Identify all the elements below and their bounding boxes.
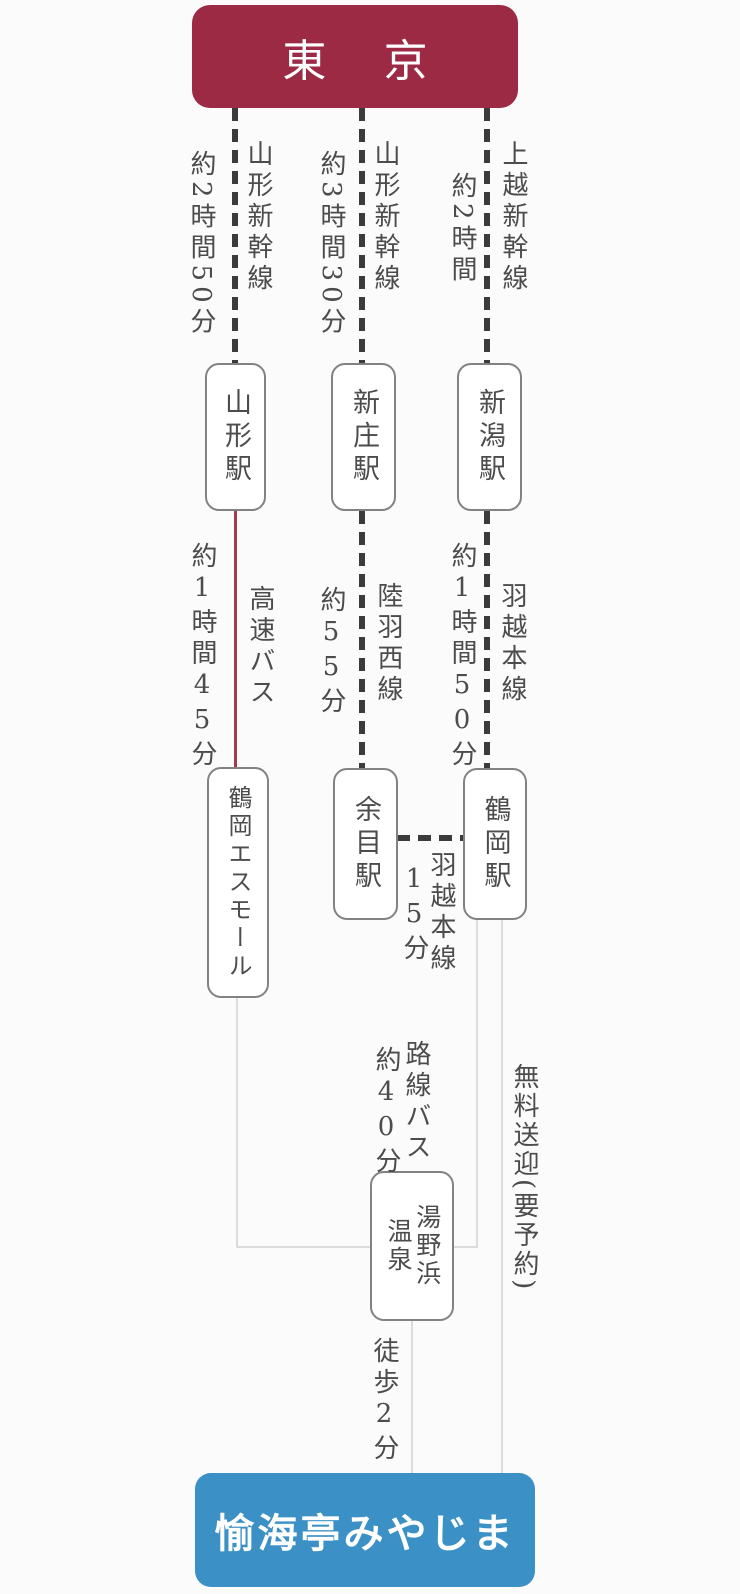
connector-yunohama-walk [411, 1320, 413, 1475]
station-node-niigata: 新潟駅 [457, 363, 522, 511]
station-node-amarume: 余目駅 [333, 768, 398, 920]
connector-horizontal-to-yunohama [236, 1246, 478, 1248]
walk-duration-label: 徒歩2分 [369, 1337, 399, 1465]
station-label-amarume: 余目駅 [350, 794, 381, 894]
yunohama-label-col1: 湯野浜 [412, 1204, 442, 1288]
connector-tsuruoka-bus [476, 919, 478, 1248]
line-name-label-rikuu-west-line: 陸羽西線 [373, 582, 403, 706]
stop-label-tsuruoka-esmall: 鶴岡エスモール [224, 784, 252, 981]
line-name-label-local-bus: 路線バス [401, 1040, 431, 1164]
duration-label-niigata-tsuruoka: 約1時間50分 [447, 542, 477, 771]
line-name-label-highway-bus: 高速バス [245, 585, 275, 709]
duration-label-local-bus: 約40分 [371, 1046, 401, 1178]
stop-label-yunohama-onsen: 湯野浜 温泉 [383, 1202, 442, 1290]
stop-node-yunohama-onsen: 湯野浜 温泉 [370, 1171, 454, 1321]
destination-label: 愉海亭みやじま [214, 1510, 516, 1557]
rail-line-tokyo-shinjo [359, 108, 365, 364]
duration-label-tokyo-yamagata: 約2時間50分 [186, 150, 216, 339]
station-node-tsuruoka: 鶴岡駅 [463, 768, 527, 920]
connector-esmall-down [236, 997, 238, 1247]
duration-label-tokyo-shinjo: 約3時間30分 [316, 150, 346, 339]
rail-line-shinjo-amarume [359, 511, 365, 769]
duration-label-yamagata-esmall: 約1時間45分 [187, 542, 217, 771]
duration-label-tokyo-niigata: 約2時間 [447, 172, 477, 287]
station-node-yamagata: 山形駅 [205, 363, 266, 511]
line-name-label-joetsu-shinkansen: 上越新幹線 [498, 140, 528, 295]
stop-node-tsuruoka-esmall: 鶴岡エスモール [207, 767, 269, 998]
line-name-label-uetsu-main-line-2: 羽越本線 [426, 851, 456, 975]
shuttle-service-label: 無料送迎(要予約) [509, 1063, 539, 1293]
connector-tsuruoka-shuttle [501, 919, 503, 1475]
origin-node-tokyo: 東京 [192, 5, 518, 108]
station-label-tsuruoka: 鶴岡駅 [479, 794, 511, 894]
line-name-label-yamagata-shinkansen-2: 山形新幹線 [370, 140, 400, 295]
origin-label: 東京 [282, 35, 485, 87]
station-node-shinjo: 新庄駅 [331, 363, 396, 511]
rail-line-amarume-tsuruoka [397, 835, 464, 841]
line-name-label-uetsu-main-line-1: 羽越本線 [497, 582, 527, 706]
rail-line-tokyo-yamagata [232, 108, 238, 364]
rail-line-niigata-tsuruoka [484, 511, 490, 769]
rail-line-tokyo-niigata [484, 108, 490, 364]
duration-label-amarume-tsuruoka: 15分 [399, 864, 429, 965]
station-label-niigata: 新潟駅 [474, 387, 505, 487]
destination-node-miyajima: 愉海亭みやじま [195, 1473, 535, 1587]
station-label-yamagata: 山形駅 [220, 387, 251, 487]
station-label-shinjo: 新庄駅 [348, 387, 379, 487]
duration-label-shinjo-amarume: 約55分 [316, 586, 346, 718]
bus-line-yamagata-esmall [234, 511, 237, 768]
yunohama-label-col2: 温泉 [384, 1218, 413, 1274]
line-name-label-yamagata-shinkansen-1: 山形新幹線 [243, 140, 273, 295]
